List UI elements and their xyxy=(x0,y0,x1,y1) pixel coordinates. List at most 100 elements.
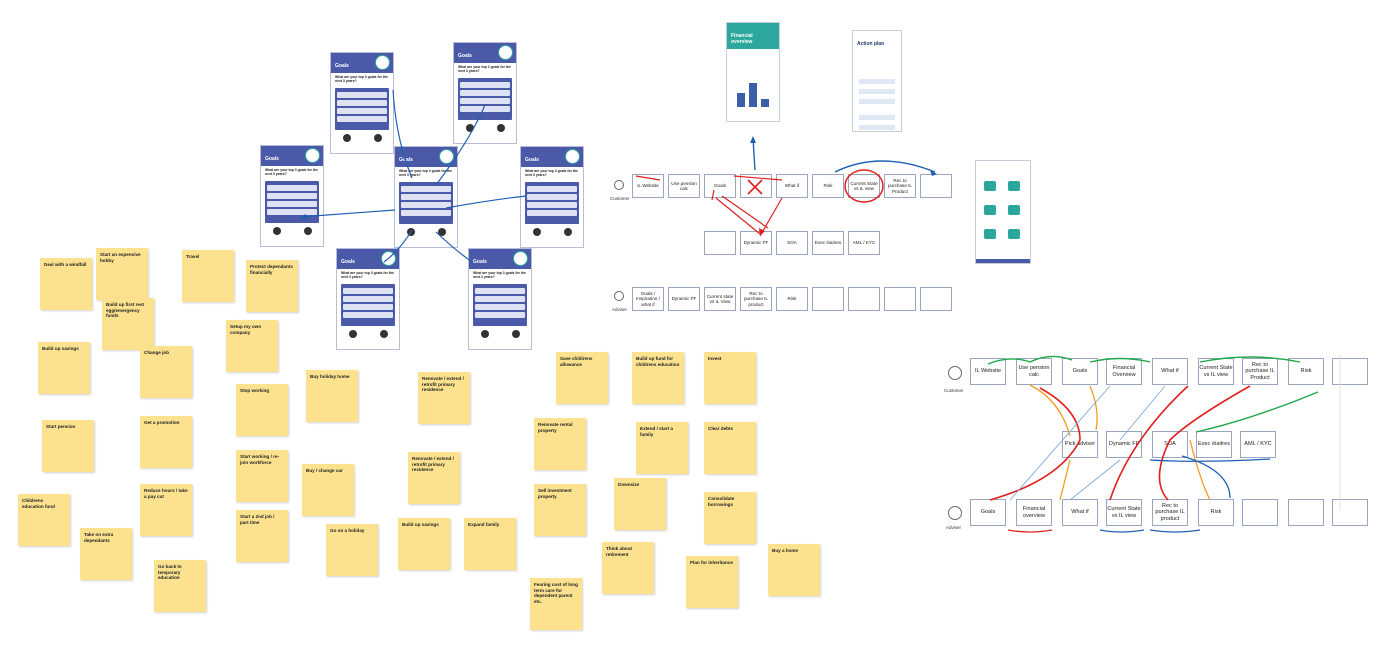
flow-step-box[interactable]: Use pension calc xyxy=(1016,358,1052,385)
sticky-note[interactable]: Start a 2nd job / part time xyxy=(236,510,288,562)
sticky-note[interactable]: Go back to temporary education xyxy=(154,560,206,612)
phone-footer xyxy=(331,133,393,142)
flow-step-box[interactable]: AML / KYC xyxy=(848,231,880,255)
lifestyle-icon xyxy=(303,226,312,235)
flow2-adviser-label: Adviser xyxy=(946,525,962,530)
sticky-note[interactable]: Build up savings xyxy=(38,342,90,394)
flow-step-box[interactable] xyxy=(1332,499,1368,526)
flow-step-box[interactable]: Exec éiaitres xyxy=(812,231,844,255)
sticky-note[interactable]: Consolidate borrowings xyxy=(704,492,756,544)
lifestyle-icon xyxy=(563,227,572,236)
goal-options xyxy=(341,283,395,326)
flow-step-box[interactable]: What if xyxy=(1062,499,1098,526)
flow-step-box[interactable]: What if xyxy=(1152,358,1188,385)
phone-footer xyxy=(261,226,323,235)
phone-title: Goals xyxy=(521,147,583,167)
sticky-note[interactable]: Buy holiday home xyxy=(306,370,358,422)
sticky-note[interactable]: Go on a holiday xyxy=(326,524,378,576)
flow-step-box[interactable]: AML / KYC xyxy=(1240,431,1276,458)
flow-step-box[interactable]: What if xyxy=(776,174,808,198)
flow-step-box[interactable]: Goals xyxy=(1062,358,1098,385)
flow-step-box[interactable]: Goals xyxy=(970,499,1006,526)
flow-step-box[interactable]: Financial Overview xyxy=(1106,358,1142,385)
flow-step-box[interactable]: Risk xyxy=(776,287,808,311)
flow-step-box[interactable]: Goals / Inspiration / what if xyxy=(632,287,664,311)
sticky-note[interactable]: Change job xyxy=(140,346,192,398)
mobile-screen-card xyxy=(975,160,1031,264)
flow-step-box[interactable]: Risk xyxy=(1198,499,1234,526)
sticky-note[interactable]: Renovate / extend / retrofit primary res… xyxy=(408,452,460,504)
flow-step-box[interactable] xyxy=(812,287,844,311)
lifestyle-icon xyxy=(373,133,382,142)
flow-step-box[interactable]: Rec to purchase IL product xyxy=(1152,499,1188,526)
flow-step-box[interactable]: Rec to purchase IL Product xyxy=(1242,358,1278,385)
sticky-note[interactable]: Build up fund for childrens education xyxy=(632,352,684,404)
flow-step-box[interactable] xyxy=(848,287,880,311)
flow-step-box[interactable] xyxy=(704,231,736,255)
sticky-note[interactable]: Stop working xyxy=(236,384,288,436)
phone-question: What are your top 3 goals for the next 3… xyxy=(399,169,452,178)
user-icon xyxy=(272,226,281,235)
phone-question: What are your top 3 goals for the next 3… xyxy=(341,271,394,280)
sticky-note[interactable]: Buy / change car xyxy=(302,464,354,516)
flow-step-box[interactable]: Risk xyxy=(1288,358,1324,385)
sticky-note[interactable]: Setup my own company xyxy=(226,320,278,372)
flow-step-box[interactable]: Goals xyxy=(704,174,736,198)
sticky-note[interactable]: Build up first rest egg/emergency funds xyxy=(102,298,154,350)
sticky-note[interactable]: Reduce hours / take a pay cut xyxy=(140,484,192,536)
flow-step-box[interactable]: Financial overview xyxy=(1016,499,1052,526)
sticky-note[interactable]: Plan for inheritance xyxy=(686,556,738,608)
flow-step-box[interactable]: Rec to purchase IL product xyxy=(740,287,772,311)
sticky-note[interactable]: Clear debts xyxy=(704,422,756,474)
flow-step-box[interactable]: Current state vs IL View xyxy=(704,287,736,311)
sticky-note[interactable]: Buy a home xyxy=(768,544,820,596)
sticky-note[interactable]: Fearing cost of long term care for depen… xyxy=(530,578,582,630)
flow-step-box[interactable]: Risk xyxy=(812,174,844,198)
flow-step-box[interactable] xyxy=(1288,499,1324,526)
progress-badge-icon xyxy=(498,45,513,60)
sticky-note[interactable]: Build up savings xyxy=(398,518,450,570)
flow-step-box[interactable]: Dynamic FF xyxy=(740,231,772,255)
sticky-note[interactable]: Protect dependants financially xyxy=(246,260,298,312)
flow-step-box[interactable] xyxy=(1242,499,1278,526)
flow-step-box[interactable]: Current State vs IL view xyxy=(1198,358,1234,385)
flow-step-box[interactable]: IL Website xyxy=(970,358,1006,385)
sticky-note[interactable]: Save childrens allowance xyxy=(556,352,608,404)
phone-title: Goals xyxy=(331,53,393,73)
sticky-note[interactable]: Expand family xyxy=(464,518,516,570)
sticky-note[interactable]: Renovate rental property xyxy=(534,418,586,470)
sticky-note[interactable]: Deal with a windfall xyxy=(40,258,92,310)
sticky-note[interactable]: Invest xyxy=(704,352,756,404)
flow-step-box[interactable]: Use pension calc xyxy=(668,174,700,198)
flow-step-box[interactable]: SOA xyxy=(776,231,808,255)
sticky-note[interactable]: Travel xyxy=(182,250,234,302)
progress-badge-icon xyxy=(375,55,390,70)
user-icon xyxy=(465,123,474,132)
flow-step-box[interactable]: Dynamic FF xyxy=(668,287,700,311)
flow-step-box[interactable] xyxy=(884,287,916,311)
sticky-note[interactable]: Sell investment property xyxy=(534,484,586,536)
flow-step-box[interactable]: SOA xyxy=(1152,431,1188,458)
sticky-note[interactable]: Renovate / extend / retrofit primary res… xyxy=(418,372,470,424)
phone-question: What are your top 3 goals for the next 3… xyxy=(335,75,388,84)
flow-step-box[interactable] xyxy=(920,287,952,311)
user-icon xyxy=(348,329,357,338)
sticky-note[interactable]: Get a promotion xyxy=(140,416,192,468)
flow-step-box[interactable]: Rec to purchase IL Product xyxy=(884,174,916,198)
sticky-note[interactable]: Downsize xyxy=(614,478,666,530)
sticky-note[interactable]: Childrens education fund xyxy=(18,494,70,546)
flow-step-box[interactable]: Current State vs IL view xyxy=(848,174,880,198)
goal-options xyxy=(399,181,453,224)
sticky-note[interactable]: Start pension xyxy=(42,420,94,472)
flow-step-box[interactable] xyxy=(920,174,952,198)
sticky-note[interactable]: Extend / start a family xyxy=(636,422,688,474)
flow-step-box[interactable]: Exec éiaitres xyxy=(1196,431,1232,458)
sticky-note[interactable]: Start working / re-join workforce xyxy=(236,450,288,502)
flow-step-box[interactable] xyxy=(1332,358,1368,385)
sticky-note[interactable]: Start an expensive hobby xyxy=(96,248,148,300)
sticky-note[interactable]: Think about retirement xyxy=(602,542,654,594)
flow-step-box[interactable]: Current State vs IL view xyxy=(1106,499,1142,526)
sticky-note[interactable]: Take on extra dependants xyxy=(80,528,132,580)
